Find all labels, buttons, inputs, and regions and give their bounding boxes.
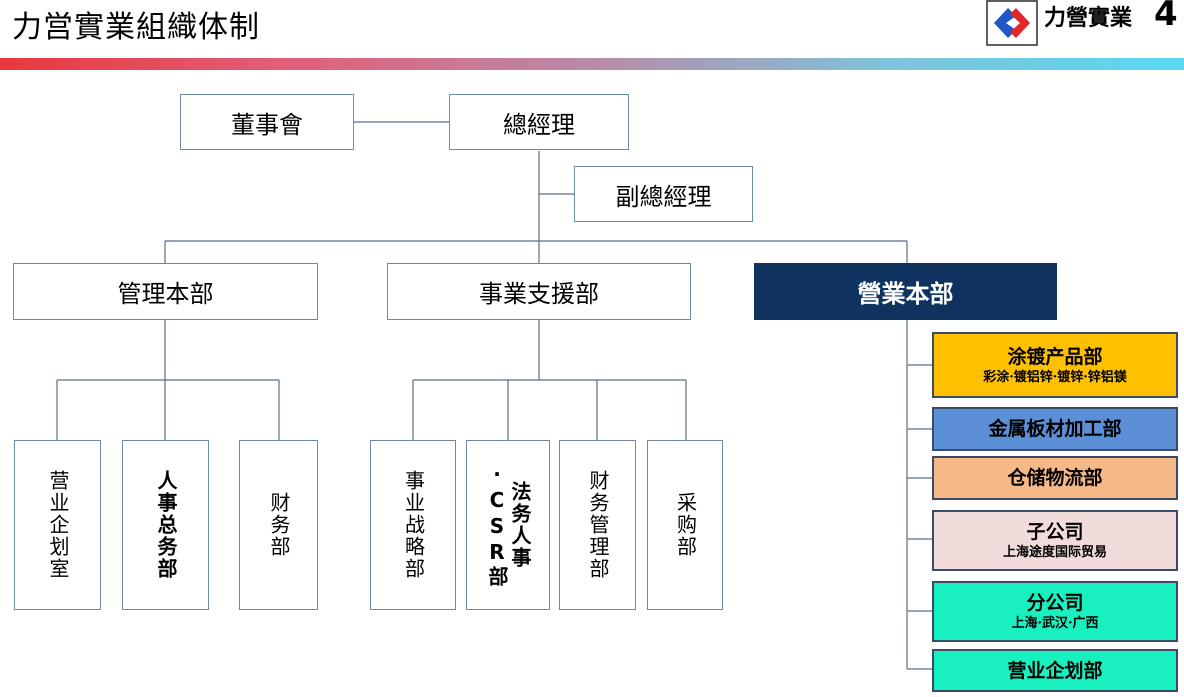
management-unit-finance: 财务部 xyxy=(239,440,318,610)
sales-unit-name: 涂镀产品部 xyxy=(1007,345,1103,368)
sales-unit-box: 子公司上海途度国际贸易 xyxy=(932,510,1178,571)
sales-unit-name: 分公司 xyxy=(1026,592,1084,614)
sales-unit-box: 金属板材加工部 xyxy=(932,407,1178,451)
logo-extra-glyph: 4 xyxy=(1154,0,1178,34)
sales-unit-box: 营业企划部 xyxy=(932,649,1178,692)
management-unit-label: 营业企划室 xyxy=(46,470,70,580)
title-underline-gradient xyxy=(0,58,1184,70)
deputy-general-manager-box: 副總經理 xyxy=(574,166,753,222)
support-unit-legal-hr-csr: 法务人事·CSR部 xyxy=(466,440,550,610)
sales-unit-name: 营业企划部 xyxy=(1007,659,1103,682)
management-dept-box: 管理本部 xyxy=(13,263,318,320)
management-unit-label: 人事总务部 xyxy=(154,470,178,580)
sales-unit-subtitle: 上海·武汉·广西 xyxy=(1011,616,1099,631)
page-title: 力営實業組織体制 xyxy=(12,10,260,45)
company-logo: 力營實業 4 xyxy=(986,0,1184,48)
sales-unit-box: 仓储物流部 xyxy=(932,456,1178,500)
management-unit-hr: 人事总务部 xyxy=(122,440,209,610)
sales-unit-subtitle: 上海途度国际贸易 xyxy=(1002,545,1107,560)
sales-unit-name: 仓储物流部 xyxy=(1007,467,1103,489)
sales-unit-box: 涂镀产品部彩涂·镀铝锌·镀锌·锌铝镁 xyxy=(932,332,1178,398)
support-unit-label: 事业战略部 xyxy=(401,470,426,580)
support-unit-label: 法务人事·CSR部 xyxy=(485,462,532,588)
support-unit-label: 财务管理部 xyxy=(586,470,610,580)
sales-headquarters-box: 營業本部 xyxy=(754,263,1057,320)
logo-mark-icon xyxy=(986,0,1038,46)
sales-unit-name: 子公司 xyxy=(1026,521,1084,543)
support-unit-financial-management: 财务管理部 xyxy=(559,440,636,610)
sales-unit-box: 分公司上海·武汉·广西 xyxy=(932,581,1178,642)
support-unit-label: 采购部 xyxy=(673,492,698,558)
sales-unit-subtitle: 彩涂·镀铝锌·镀锌·锌铝镁 xyxy=(983,369,1127,385)
management-unit-planning: 营业企划室 xyxy=(14,440,101,610)
support-unit-strategy: 事业战略部 xyxy=(370,440,456,610)
management-unit-label: 财务部 xyxy=(267,492,291,558)
general-manager-box: 總經理 xyxy=(449,94,629,150)
board-box: 董事會 xyxy=(180,94,354,150)
business-support-dept-box: 事業支援部 xyxy=(387,263,691,320)
sales-unit-name: 金属板材加工部 xyxy=(988,418,1122,440)
support-unit-purchasing: 采购部 xyxy=(647,440,723,610)
logo-text: 力營實業 xyxy=(1044,6,1133,31)
